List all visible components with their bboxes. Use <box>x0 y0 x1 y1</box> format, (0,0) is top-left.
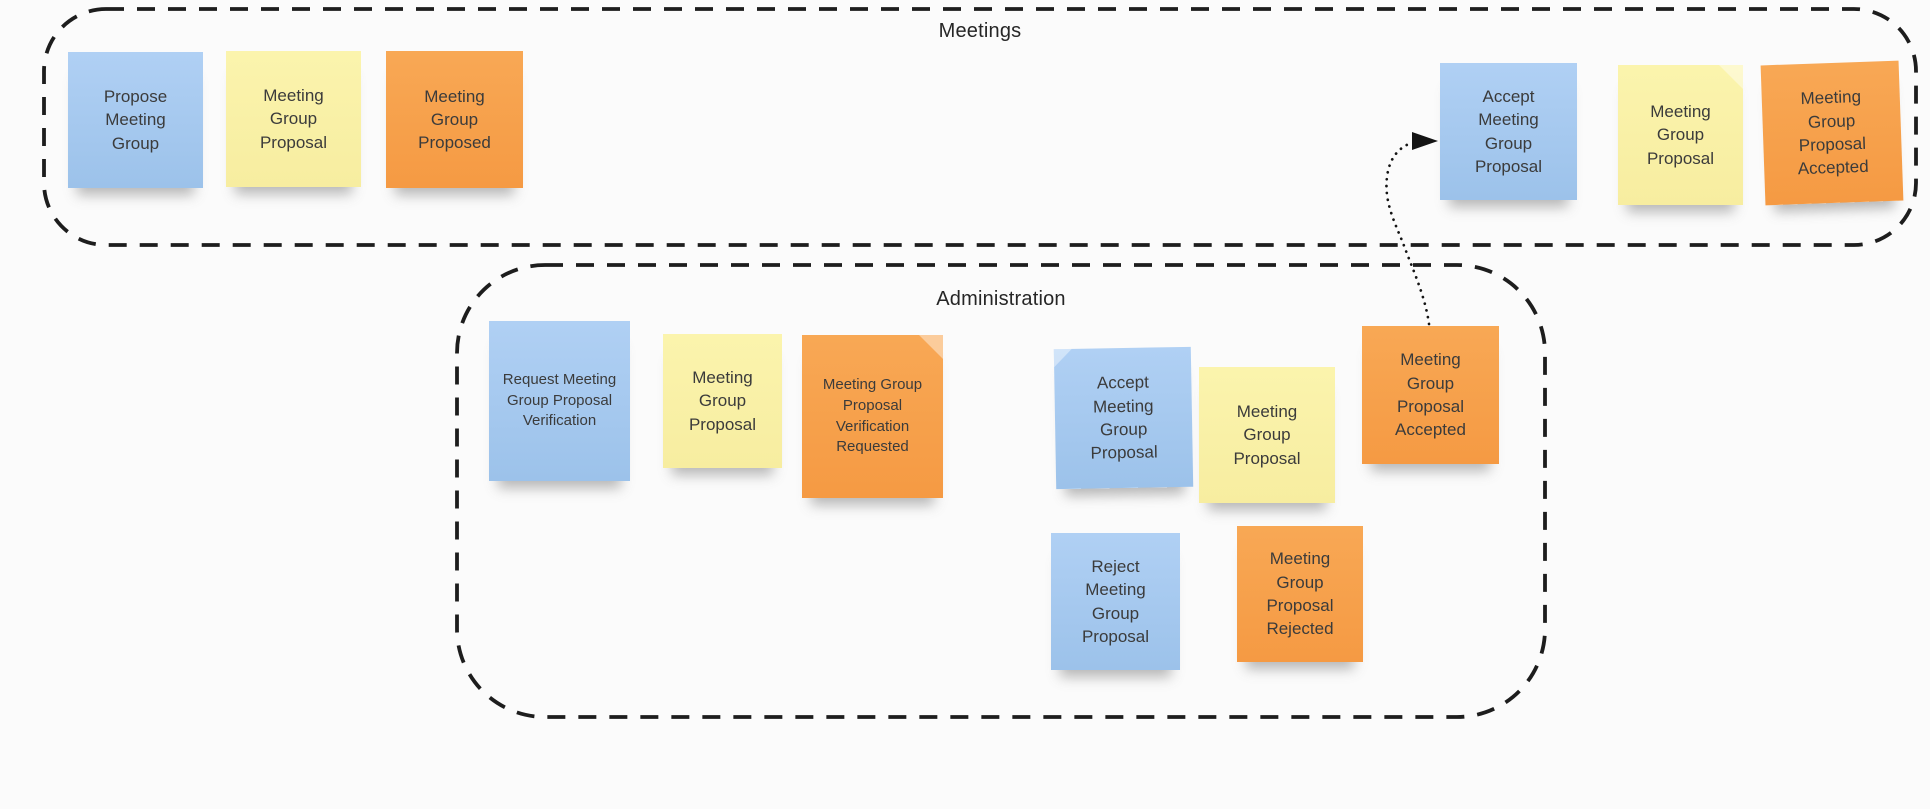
sticky-note-reject-meeting-group-proposal[interactable]: Reject Meeting Group Proposal <box>1051 533 1180 670</box>
sticky-note-accept-meeting-group-proposal[interactable]: Accept Meeting Group Proposal <box>1053 346 1194 490</box>
sticky-note-meeting-group-proposal-accepted[interactable]: Meeting Group Proposal Accepted <box>1362 326 1499 464</box>
group-meetings: Meetings <box>41 6 1919 248</box>
sticky-note-label: Meeting Group Proposal Rejected <box>1266 549 1334 639</box>
sticky-note-label: Meeting Group Proposal <box>1646 102 1715 168</box>
sticky-note-meeting-group-proposal[interactable]: Meeting Group Proposal <box>1199 367 1335 503</box>
sticky-note-label: Meeting Group Proposal <box>259 86 328 152</box>
sticky-note-label: Meeting Group Proposal Verification Requ… <box>822 376 923 456</box>
sticky-note-label: Meeting Group Proposal <box>1233 402 1301 468</box>
sticky-note-label: Request Meeting Group Proposal Verificat… <box>502 371 617 430</box>
sticky-note-label: Meeting Group Proposal Accepted <box>1395 350 1466 440</box>
group-meetings-border <box>42 7 1918 247</box>
sticky-note-meeting-group-proposal-accepted[interactable]: Meeting Group Proposal Accepted <box>1760 60 1904 206</box>
sticky-note-meeting-group-proposal[interactable]: Meeting Group Proposal <box>226 51 361 187</box>
sticky-note-label: Propose Meeting Group <box>103 87 168 153</box>
sticky-note-meeting-group-proposal-rejected[interactable]: Meeting Group Proposal Rejected <box>1237 526 1363 662</box>
sticky-note-meeting-group-proposal-verification-requested[interactable]: Meeting Group Proposal Verification Requ… <box>802 335 943 498</box>
sticky-note-label: Accept Meeting Group Proposal <box>1090 372 1158 463</box>
sticky-note-label: Reject Meeting Group Proposal <box>1081 556 1150 646</box>
sticky-note-accept-meeting-group-proposal[interactable]: Accept Meeting Group Proposal <box>1440 63 1577 200</box>
sticky-note-meeting-group-proposal[interactable]: Meeting Group Proposal <box>1618 65 1743 205</box>
sticky-note-label: Accept Meeting Group Proposal <box>1474 86 1543 176</box>
connector-path <box>1385 141 1431 326</box>
sticky-note-label: Meeting Group Proposed <box>418 86 491 153</box>
sticky-note-propose-meeting-group[interactable]: Propose Meeting Group <box>68 52 203 188</box>
sticky-note-request-meeting-group-proposal-verification[interactable]: Request Meeting Group Proposal Verificat… <box>489 321 630 481</box>
group-administration-border <box>455 263 1547 719</box>
sticky-note-meeting-group-proposal[interactable]: Meeting Group Proposal <box>663 334 782 468</box>
sticky-note-meeting-group-proposed[interactable]: Meeting Group Proposed <box>386 51 523 188</box>
group-administration-title: Administration <box>936 288 1066 310</box>
sticky-note-label: Meeting Group Proposal Accepted <box>1797 87 1869 179</box>
sticky-note-label: Meeting Group Proposal <box>688 368 757 434</box>
group-administration: Administration <box>454 262 1548 720</box>
group-meetings-title: Meetings <box>938 20 1022 42</box>
connector-arrowhead <box>1412 132 1438 150</box>
